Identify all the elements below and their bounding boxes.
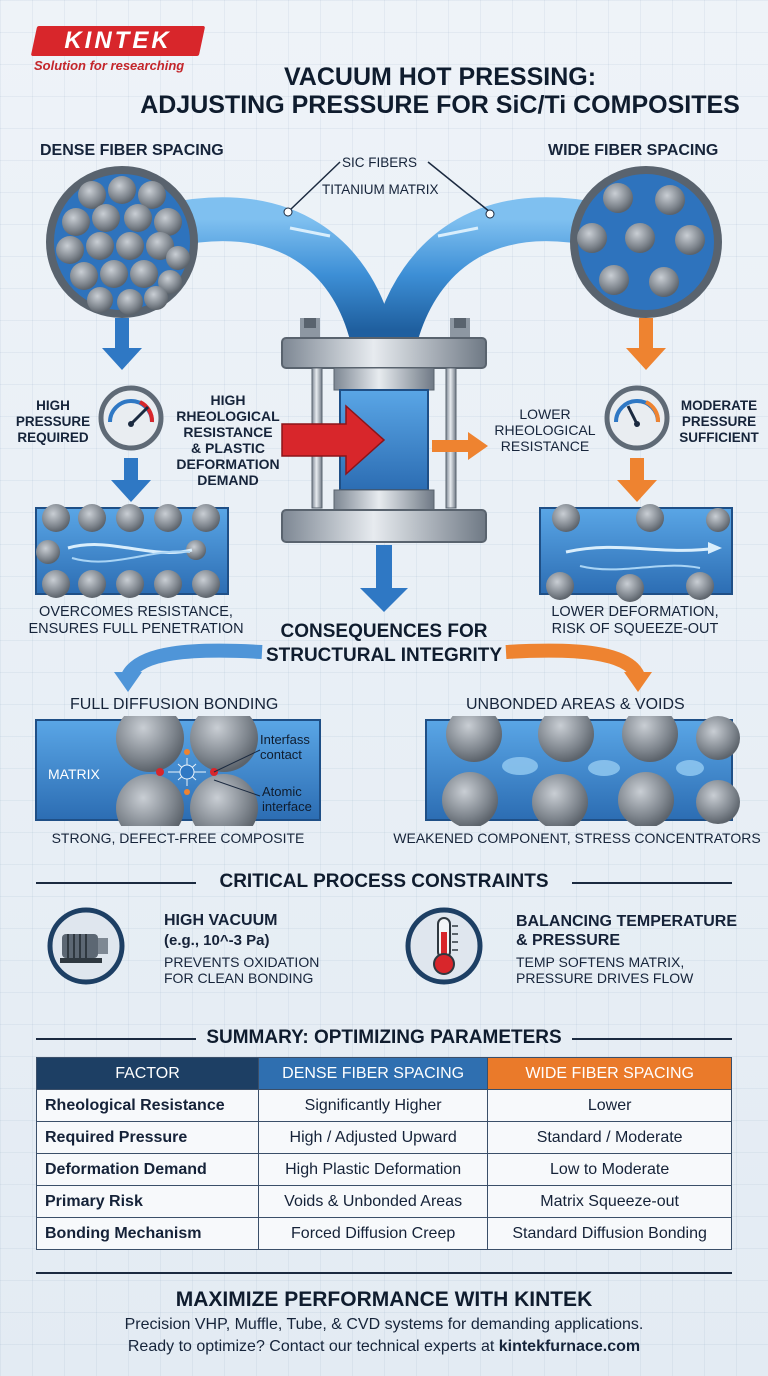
brand-logo[interactable]: KINTEK: [64, 27, 172, 54]
full-penetration-illustration: [35, 504, 229, 598]
sic-fibers-label: SiC FIBERS: [342, 155, 418, 170]
dense-cell: Significantly Higher: [257, 1089, 489, 1122]
divider: [572, 1038, 732, 1040]
brand-tagline: Solution for researching: [34, 58, 185, 73]
consequence-left-arrow: [121, 643, 263, 680]
divider: [572, 882, 732, 884]
dense-fiber-cross-section: [46, 166, 198, 318]
titanium-matrix-label: TITANIUM MATRIX: [322, 182, 439, 197]
header-wide: WIDE FIBER SPACING: [487, 1057, 732, 1090]
right-down-arrow-2: [617, 458, 657, 502]
divider: [36, 1038, 196, 1040]
low-deformation-illustration: [539, 504, 733, 602]
dense-result-caption: OVERCOMES RESISTANCE,ENSURES FULL PENETR…: [28, 604, 244, 637]
vacuum-heading: HIGH VACUUM: [164, 912, 278, 929]
table-row: Bonding Mechanism Forced Diffusion Creep…: [36, 1217, 732, 1250]
thermometer-icon: [405, 907, 483, 985]
factor-cell: Bonding Mechanism: [36, 1217, 259, 1250]
moderate-flow-arrow: [432, 432, 488, 460]
dense-cell: High Plastic Deformation: [257, 1153, 489, 1186]
footer-line2-text: Ready to optimize? Contact our technical…: [127, 1338, 499, 1355]
page-title-line1: VACUUM HOT PRESSING:: [283, 63, 597, 91]
dense-cell: Voids & Unbonded Areas: [257, 1185, 489, 1218]
table-row: Rheological Resistance Significantly Hig…: [36, 1089, 732, 1122]
divider: [36, 882, 196, 884]
full-diffusion-bonding-illustration: [35, 716, 321, 826]
unbonded-heading: UNBONDED AREAS & VOIDS: [466, 696, 685, 713]
dense-cell: Forced Diffusion Creep: [257, 1217, 489, 1250]
wide-cell: Lower: [487, 1089, 732, 1122]
vacuum-pump-icon: [47, 907, 125, 985]
press-output-arrow: [360, 545, 408, 612]
high-pressure-gauge: [98, 385, 164, 451]
header-factor: FACTOR: [36, 1057, 259, 1090]
constraints-title: CRITICAL PROCESS CONSTRAINTS: [219, 871, 549, 892]
footer-line2: Ready to optimize? Contact our technical…: [0, 1336, 768, 1358]
wide-cell: Standard Diffusion Bonding: [487, 1217, 732, 1250]
wide-cell: Matrix Squeeze-out: [487, 1185, 732, 1218]
full-bonding-heading: FULL DIFFUSION BONDING: [70, 696, 279, 713]
vacuum-spec: (e.g., 10^-3 Pa): [164, 932, 270, 949]
table-row: Primary Risk Voids & Unbonded Areas Matr…: [36, 1185, 732, 1218]
balance-description: TEMP SOFTENS MATRIX,PRESSURE DRIVES FLOW: [516, 954, 694, 986]
summary-title: SUMMARY: OPTIMIZING PARAMETERS: [206, 1027, 562, 1048]
footer-title: MAXIMIZE PERFORMANCE WITH KINTEK: [175, 1288, 593, 1311]
consequence-right-arrow: [505, 643, 645, 680]
website-link[interactable]: kintekfurnace.com: [498, 1338, 641, 1355]
footer-line1: Precision VHP, Muffle, Tube, & CVD syste…: [124, 1316, 644, 1333]
high-pressure-arrow: [281, 404, 386, 476]
right-down-arrow-1: [626, 318, 666, 370]
left-down-arrow-1: [102, 318, 142, 370]
balance-heading: BALANCING TEMPERATURE& PRESSURE: [516, 913, 738, 949]
wide-cell: Standard / Moderate: [487, 1121, 732, 1154]
wide-fiber-cross-section: [570, 166, 722, 318]
bonding-illustrations: [35, 716, 740, 826]
unbonded-caption: WEAKENED COMPONENT, STRESS CONCENTRATORS: [393, 830, 761, 846]
summary-table: FACTOR DENSE FIBER SPACING WIDE FIBER SP…: [36, 1057, 732, 1250]
factor-cell: Rheological Resistance: [36, 1089, 259, 1122]
table-row: Required Pressure High / Adjusted Upward…: [36, 1121, 732, 1154]
moderate-pressure-gauge: [604, 385, 670, 451]
dense-spacing-heading: DENSE FIBER SPACING: [40, 142, 224, 159]
wide-cell: Low to Moderate: [487, 1153, 732, 1186]
page-title-line2: ADJUSTING PRESSURE FOR SiC/Ti COMPOSITES: [140, 91, 740, 119]
process-diagram: [35, 161, 733, 692]
left-down-arrow-2: [111, 458, 151, 502]
factor-cell: Required Pressure: [36, 1121, 259, 1154]
table-row: Deformation Demand High Plastic Deformat…: [36, 1153, 732, 1186]
factor-cell: Deformation Demand: [36, 1153, 259, 1186]
header-dense: DENSE FIBER SPACING: [257, 1057, 489, 1090]
dense-cell: High / Adjusted Upward: [257, 1121, 489, 1154]
wide-result-caption: LOWER DEFORMATION,RISK OF SQUEEZE-OUT: [551, 604, 719, 637]
left-flow-pipe: [148, 197, 392, 352]
matrix-label: MATRIX: [48, 766, 100, 782]
wide-spacing-heading: WIDE FIBER SPACING: [548, 142, 719, 159]
voids-illustration: [425, 716, 740, 826]
full-bonding-caption: STRONG, DEFECT-FREE COMPOSITE: [51, 830, 305, 846]
right-flow-pipe: [376, 197, 620, 352]
factor-cell: Primary Risk: [36, 1185, 259, 1218]
summary-header-row: FACTOR DENSE FIBER SPACING WIDE FIBER SP…: [36, 1057, 732, 1090]
footer-divider: [36, 1272, 732, 1274]
